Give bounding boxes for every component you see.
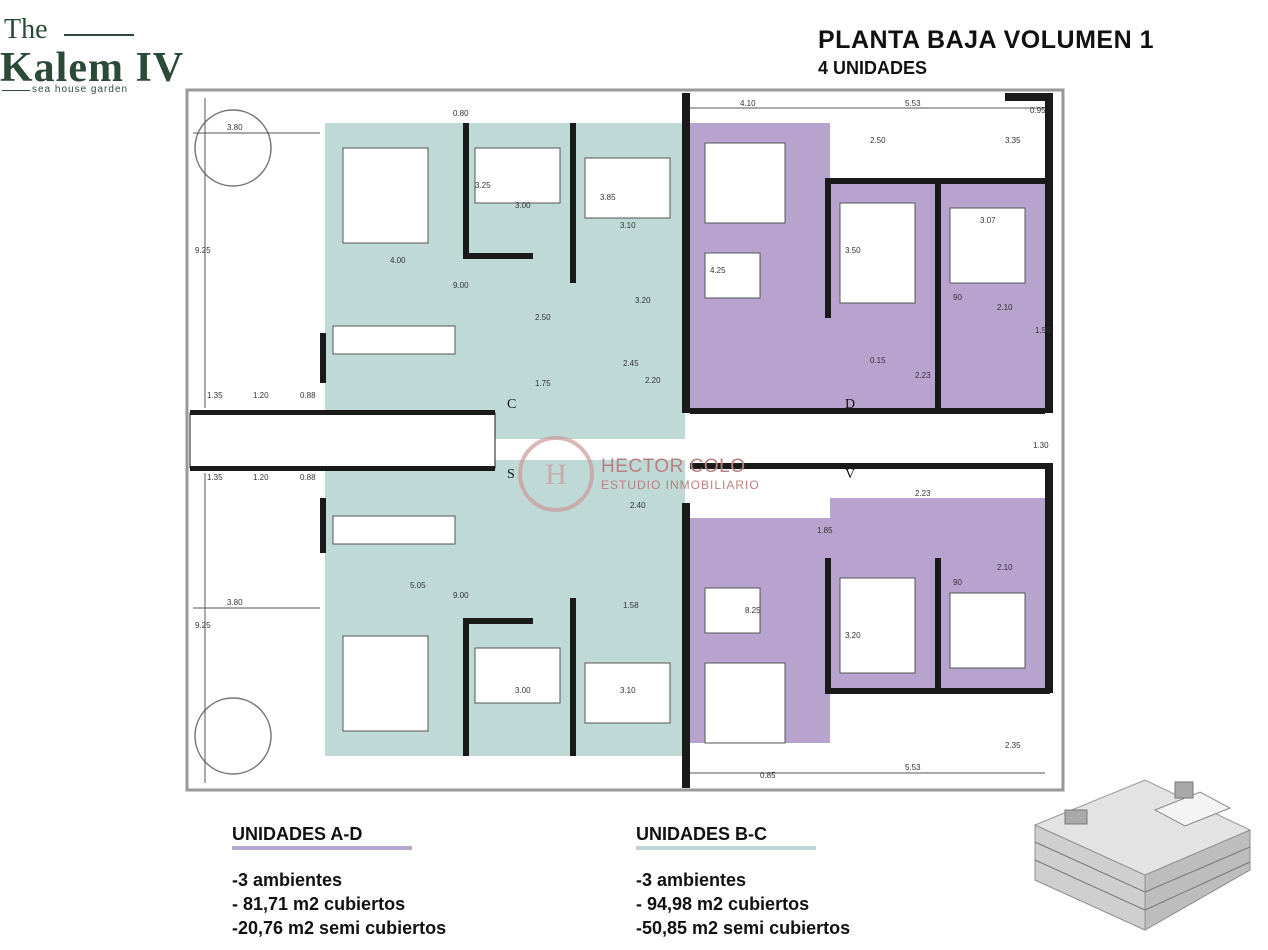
dim-label: 5.53 <box>905 99 921 108</box>
dim-label: 8.25 <box>745 606 761 615</box>
dim-label: 2.10 <box>997 563 1013 572</box>
unit-letter-d: D <box>845 397 855 412</box>
dim-label: 1.35 <box>207 473 223 482</box>
patio-circle-bottom <box>194 697 272 775</box>
building-render-image <box>1034 779 1251 931</box>
page-subtitle: 4 UNIDADES <box>818 58 928 78</box>
floor-plan-drawing: C D S V 3.80 3.80 9.25 9.25 0.80 4.00 9.… <box>185 88 1065 792</box>
dim-label: 3.10 <box>620 221 636 230</box>
dim-label: 4.10 <box>740 99 756 108</box>
walls <box>190 93 1053 788</box>
dim-label: 3.80 <box>227 598 243 607</box>
dim-label: 2.23 <box>915 371 931 380</box>
dim-label: 1.30 <box>1033 441 1049 450</box>
dim-label: 90 <box>953 293 962 302</box>
corridor <box>189 412 496 469</box>
dim-label: 2.45 <box>623 359 639 368</box>
unit-b-c-covered: - 94,98 m2 cubiertos <box>636 894 810 914</box>
dim-label: 1.75 <box>535 379 551 388</box>
unit-a-d-covered: - 81,71 m2 cubiertos <box>232 894 406 914</box>
logo-tagline-rule <box>2 90 30 91</box>
dim-label: 3.20 <box>845 631 861 640</box>
dim-label: 0.95 <box>1030 106 1046 115</box>
unit-b-c-features: -3 ambientes - 94,98 m2 cubiertos -50,85… <box>636 868 850 940</box>
dimension-lines <box>193 98 1045 783</box>
unit-heading-a-d: UNIDADES A-D <box>232 824 363 844</box>
unit-letter-c: C <box>507 397 516 412</box>
unit-letter-v: V <box>845 467 855 482</box>
patio-circle-top <box>194 109 272 187</box>
watermark-subtitle: ESTUDIO INMOBILIARIO <box>601 478 760 492</box>
dim-label: 3.10 <box>620 686 636 695</box>
unit-b-c-semicovered: -50,85 m2 semi cubiertos <box>636 918 851 938</box>
dim-label: 9.00 <box>453 281 469 290</box>
dim-label: 2.50 <box>870 136 886 145</box>
dim-label: 3.20 <box>635 296 651 305</box>
unit-heading-b-c: UNIDADES B-C <box>636 824 768 844</box>
dim-label: 2.40 <box>630 501 646 510</box>
dim-label: 3.00 <box>515 686 531 695</box>
dim-label: 3.25 <box>475 181 491 190</box>
dim-label: 1.20 <box>253 473 269 482</box>
unit-a-d-semicovered: -20,76 m2 semi cubiertos <box>232 918 447 938</box>
watermark-name: HECTOR COLO <box>601 456 746 477</box>
dim-label: 1.85 <box>817 526 833 535</box>
unit-a-d-features: -3 ambientes - 81,71 m2 cubiertos -20,76… <box>232 868 446 940</box>
dim-label: 9.25 <box>195 621 211 630</box>
unit-a-d-rooms: -3 ambientes <box>232 870 343 890</box>
dim-label: 2.23 <box>915 489 931 498</box>
dim-label: 5.05 <box>410 581 426 590</box>
logo-divider <box>64 34 134 36</box>
logo-the: The <box>4 14 48 45</box>
dim-label: 3.85 <box>600 193 616 202</box>
dim-label: 2.20 <box>645 376 661 385</box>
dim-label: 2.35 <box>1005 741 1021 750</box>
dim-label: 1.58 <box>623 601 639 610</box>
page-title: PLANTA BAJA VOLUMEN 1 <box>818 26 1154 54</box>
logo-name: Kalem IV <box>0 45 185 91</box>
unit-heading-b-c-underline <box>636 846 816 850</box>
dim-label: 5.53 <box>905 763 921 772</box>
dim-label: 9.00 <box>453 591 469 600</box>
dim-label: 0.80 <box>453 109 469 118</box>
dim-label: 3.07 <box>980 216 996 225</box>
furniture <box>332 142 1026 744</box>
dim-label: 3.35 <box>1005 136 1021 145</box>
dim-label: 1.20 <box>253 391 269 400</box>
dim-label: 1.50 <box>1035 326 1051 335</box>
logo-tagline: sea house garden <box>32 84 129 95</box>
unit-b-c-rooms: -3 ambientes <box>636 870 747 890</box>
dim-label: 1.35 <box>207 391 223 400</box>
dim-label: 3.50 <box>845 246 861 255</box>
unit-letter-s: S <box>507 467 515 482</box>
dim-label: 0.88 <box>300 473 316 482</box>
dim-label: 2.10 <box>997 303 1013 312</box>
dim-label: 3.80 <box>227 123 243 132</box>
dim-label: 0.88 <box>300 391 316 400</box>
svg-text:H: H <box>545 458 567 491</box>
dim-label: 0.85 <box>760 771 776 780</box>
dim-label: 4.00 <box>390 256 406 265</box>
dim-label: 2.50 <box>535 313 551 322</box>
floor-plan: C D S V 3.80 3.80 9.25 9.25 0.80 4.00 9.… <box>185 88 1065 793</box>
unit-heading-a-d-underline <box>232 846 412 850</box>
dim-label: 4.25 <box>710 266 726 275</box>
watermark-logo-icon: H <box>518 436 594 512</box>
dim-label: 0.15 <box>870 356 886 365</box>
dim-label: 3.00 <box>515 201 531 210</box>
dim-label: 90 <box>953 578 962 587</box>
dim-label: 9.25 <box>195 246 211 255</box>
